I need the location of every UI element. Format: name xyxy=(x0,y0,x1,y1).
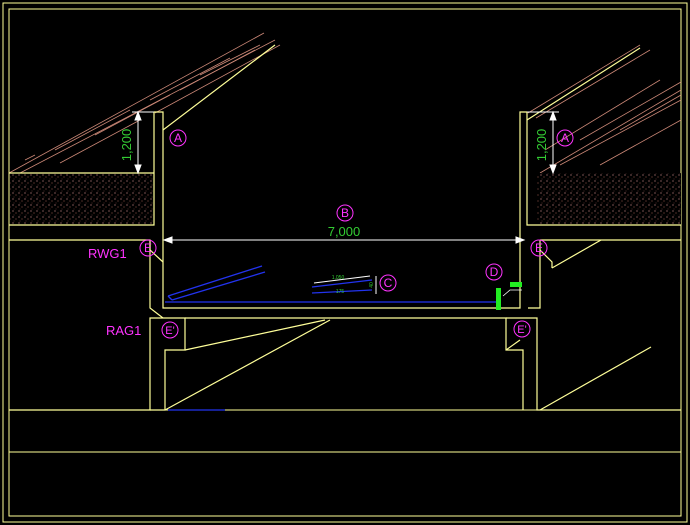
gutter-detail xyxy=(165,265,498,411)
marker-e-prime-left: E' xyxy=(165,325,174,337)
marker-e-left: E xyxy=(144,241,152,255)
detail-dimension-side: 40 xyxy=(369,282,375,288)
right-soil-fill xyxy=(537,173,681,225)
detail-dimension-top: 1,050 xyxy=(332,275,345,281)
right-roof-slope xyxy=(527,44,682,174)
marker-d: D xyxy=(490,265,499,279)
left-roof-slope xyxy=(8,32,281,174)
marker-c: C xyxy=(384,276,393,290)
marker-b: B xyxy=(341,206,349,220)
detail-dimension-bottom: 175 xyxy=(336,289,345,295)
span-dimension: 7,000 xyxy=(328,224,361,239)
label-rwg1: RWG1 xyxy=(88,246,127,261)
left-soil-fill xyxy=(10,173,154,225)
structure-outline xyxy=(9,44,681,411)
marker-a-right: A xyxy=(561,131,569,145)
marker-e-prime-right: E' xyxy=(517,324,526,336)
dimension-lines xyxy=(132,110,559,294)
height-dimension-left: 1,200 xyxy=(119,129,134,162)
foundation-lines xyxy=(9,409,681,453)
marker-e-right: E xyxy=(535,241,543,255)
height-dimension-right: 1,200 xyxy=(534,129,549,162)
reference-markers xyxy=(139,129,574,339)
label-rag1: RAG1 xyxy=(106,323,141,338)
marker-a-left: A xyxy=(174,131,182,145)
fitting-d xyxy=(496,282,522,310)
